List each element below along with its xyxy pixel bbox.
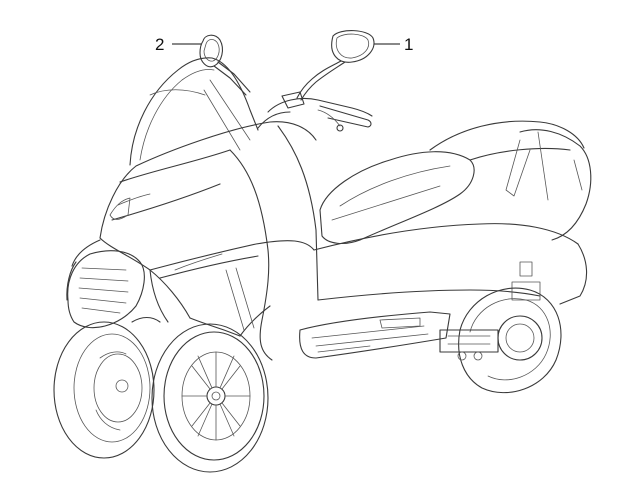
rear-wheel <box>439 287 562 394</box>
footboard <box>299 311 451 359</box>
front-fairing <box>99 121 319 361</box>
front-left-wheel <box>53 321 155 459</box>
callout-2-label: 2 <box>155 35 164 54</box>
callout-2: 2 <box>155 35 201 54</box>
handlebar <box>257 91 373 132</box>
callout-1-label: 1 <box>404 35 413 54</box>
rear-body <box>313 129 592 305</box>
windscreen <box>129 57 259 166</box>
seat <box>319 120 585 245</box>
callout-1: 1 <box>374 35 413 54</box>
front-suspension <box>131 267 271 337</box>
front-right-wheel <box>151 323 269 473</box>
left-mirror <box>199 34 251 96</box>
right-mirror <box>296 30 375 101</box>
front-grille <box>66 239 145 329</box>
